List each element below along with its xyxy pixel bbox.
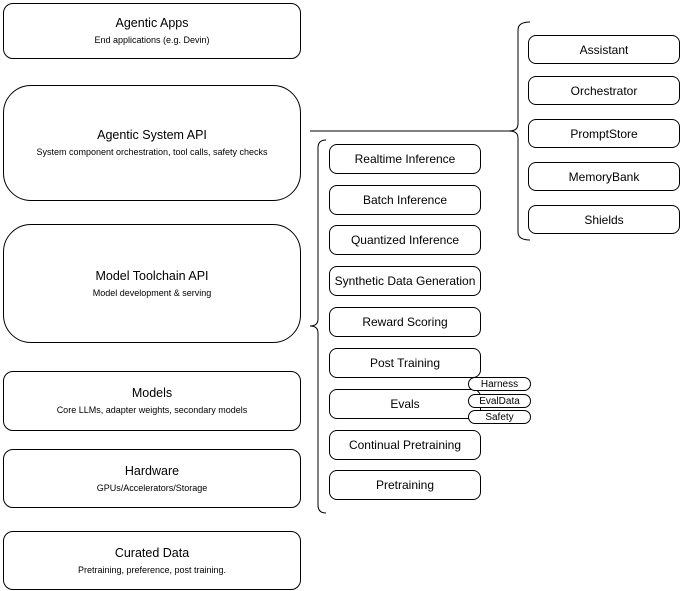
- box-title: Agentic System API: [97, 128, 207, 142]
- box-evals: Evals: [329, 389, 481, 419]
- box-post-training: Post Training: [329, 348, 481, 378]
- box-hardware: Hardware GPUs/Accelerators/Storage: [3, 449, 301, 508]
- box-models: Models Core LLMs, adapter weights, secon…: [3, 371, 301, 431]
- box-shields: Shields: [528, 205, 680, 234]
- box-title: Models: [131, 386, 173, 400]
- box-promptstore: PromptStore: [528, 119, 680, 148]
- box-realtime-inference: Realtime Inference: [329, 144, 481, 174]
- pill-safety: Safety: [468, 410, 531, 424]
- box-agentic-system-api: Agentic System API System component orch…: [3, 85, 301, 201]
- pill-harness: Harness: [468, 377, 531, 391]
- box-subtitle: Core LLMs, adapter weights, secondary mo…: [56, 405, 248, 415]
- box-subtitle: Pretraining, preference, post training.: [77, 564, 227, 575]
- box-title: Hardware: [124, 463, 180, 478]
- box-assistant: Assistant: [528, 35, 680, 64]
- box-title: Agentic Apps: [115, 16, 189, 30]
- box-subtitle: Model development & serving: [92, 287, 212, 298]
- box-subtitle: End applications (e.g. Devin): [94, 35, 210, 45]
- box-orchestrator: Orchestrator: [528, 76, 680, 105]
- system-components-group-brace: [508, 21, 531, 241]
- toolchain-group-brace: [309, 139, 327, 514]
- box-memorybank: MemoryBank: [528, 162, 680, 191]
- pill-evaldata: EvalData: [468, 394, 531, 408]
- box-agentic-apps: Agentic Apps End applications (e.g. Devi…: [3, 3, 301, 59]
- box-model-toolchain-api: Model Toolchain API Model development & …: [3, 224, 301, 343]
- box-synthetic-data-generation: Synthetic Data Generation: [329, 266, 481, 296]
- box-subtitle: GPUs/Accelerators/Storage: [96, 482, 208, 493]
- box-pretraining: Pretraining: [329, 470, 481, 500]
- box-curated-data: Curated Data Pretraining, preference, po…: [3, 531, 301, 590]
- box-quantized-inference: Quantized Inference: [329, 225, 481, 255]
- box-title: Curated Data: [114, 545, 190, 560]
- box-continual-pretraining: Continual Pretraining: [329, 430, 481, 460]
- box-batch-inference: Batch Inference: [329, 185, 481, 215]
- box-reward-scoring: Reward Scoring: [329, 307, 481, 337]
- box-title: Model Toolchain API: [95, 268, 209, 283]
- box-subtitle: System component orchestration, tool cal…: [36, 147, 268, 157]
